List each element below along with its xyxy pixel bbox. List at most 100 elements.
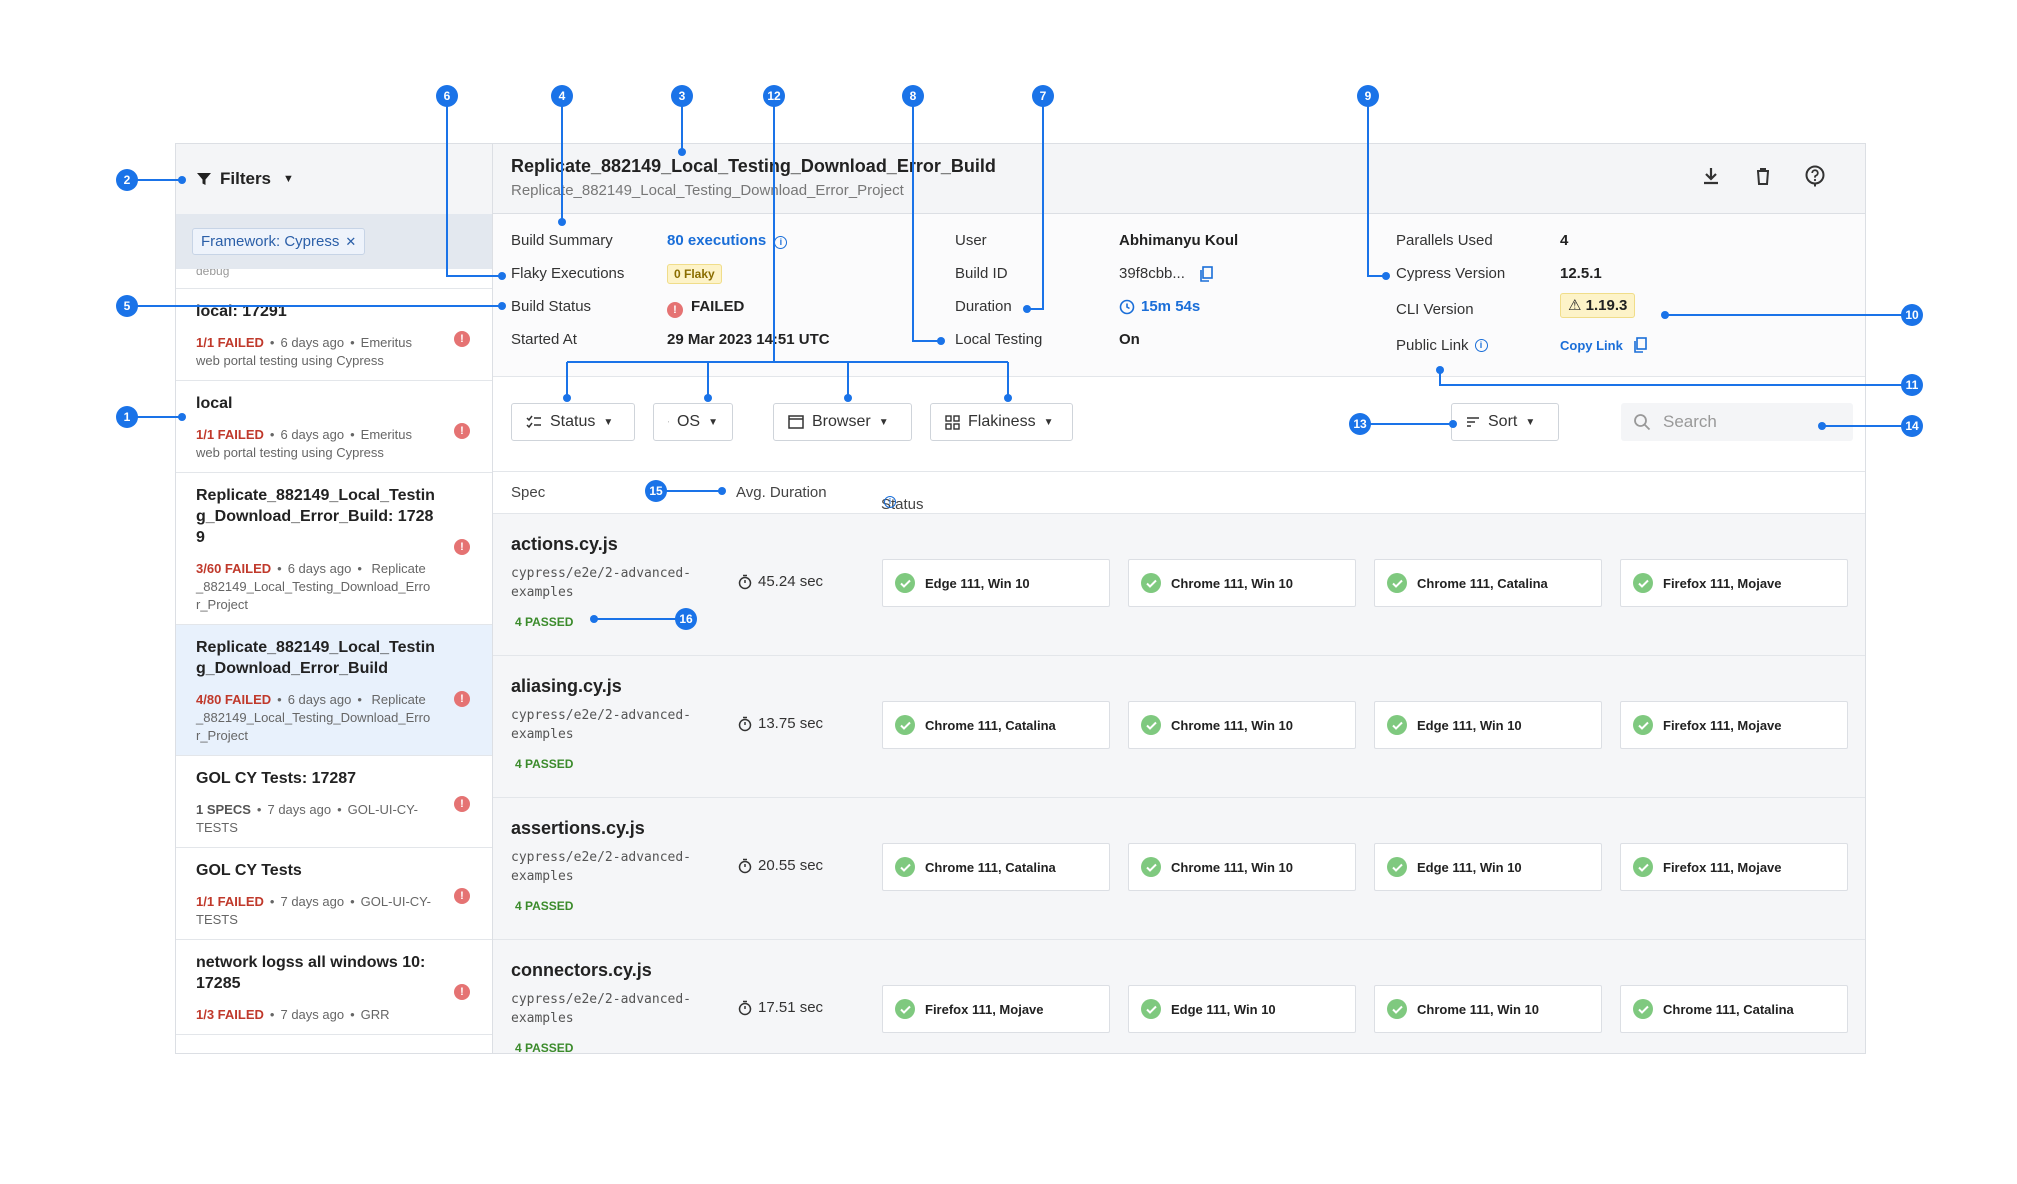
table-row[interactable]: assertions.cy.js cypress/e2e/2-advanced-… (493, 798, 1865, 940)
flakiness-filter-button[interactable]: Flakiness▼ (930, 403, 1073, 441)
sort-icon (1467, 417, 1479, 427)
help-icon[interactable] (1803, 164, 1827, 188)
env-result-card[interactable]: Edge 111, Win 10 (1374, 701, 1602, 749)
delete-icon[interactable] (1751, 164, 1775, 188)
list-item[interactable]: GOL CY Tests 1/1 FAILED•7 days ago•GOL-U… (176, 848, 492, 940)
duration-value: 20.55 sec (758, 857, 824, 874)
build-sidebar: Filters ▼ Framework: Cypress ✕ debug loca… (176, 144, 493, 1053)
build-title: Replicate_882149_Local_Testing_Download_… (196, 487, 435, 546)
env-result-card[interactable]: Firefox 111, Mojave (882, 985, 1110, 1033)
browser-filter-label: Browser (812, 413, 871, 430)
callout-10: 10 (1901, 304, 1923, 326)
env-result-card[interactable]: Firefox 111, Mojave (1620, 701, 1848, 749)
env-result-card[interactable]: Chrome 111, Win 10 (1374, 985, 1602, 1033)
spec-column-header[interactable]: Spec (511, 484, 546, 501)
build-meta: 1/1 FAILED•7 days ago•GOL-UI-CY-TESTS (196, 894, 431, 927)
build-id-label: Build ID (955, 265, 1008, 282)
list-item[interactable]: debug (176, 269, 492, 289)
callout-8: 8 (902, 85, 924, 107)
env-result-card[interactable]: Chrome 111, Catalina (882, 843, 1110, 891)
duration-value: 17.51 sec (758, 999, 824, 1016)
list-item[interactable]: local: 17291 1/1 FAILED•6 days ago•Emeri… (176, 289, 492, 381)
spec-path: cypress/e2e/2-advanced-examples (511, 992, 692, 1026)
executions-link[interactable]: 80 executions (667, 232, 767, 249)
env-result-card[interactable]: Chrome 111, Catalina (1620, 985, 1848, 1033)
table-row[interactable]: connectors.cy.js cypress/e2e/2-advanced-… (493, 940, 1865, 1053)
env-result-card[interactable]: Chrome 111, Win 10 (1128, 701, 1356, 749)
copy-icon[interactable] (1633, 337, 1647, 353)
active-filters: Framework: Cypress ✕ (176, 214, 492, 269)
cli-version-value: 1.19.3 (1585, 297, 1628, 314)
env-result-card[interactable]: Firefox 111, Mojave (1620, 843, 1848, 891)
table-row[interactable]: aliasing.cy.js cypress/e2e/2-advanced-ex… (493, 656, 1865, 798)
env-result-card[interactable]: Chrome 111, Catalina (1374, 559, 1602, 607)
search-field (1621, 403, 1853, 441)
duration-column-header[interactable]: Avg. Duration (736, 484, 827, 501)
callout-4: 4 (551, 85, 573, 107)
build-summary: Build Summary 80 executions i Flaky Exec… (493, 214, 1865, 377)
list-item[interactable]: GOL CY Tests: 17287 1 SPECS•7 days ago•G… (176, 756, 492, 848)
download-icon[interactable] (1699, 164, 1723, 188)
copy-link-button[interactable]: Copy Link (1560, 337, 1623, 353)
filters-button[interactable]: Filters ▼ (176, 144, 492, 214)
spec-name: assertions.cy.js (511, 818, 645, 838)
build-summary-label: Build Summary (511, 232, 613, 249)
chevron-down-icon: ▼ (283, 173, 294, 185)
spec-path: cypress/e2e/2-advanced-examples (511, 708, 692, 742)
duration-value: 13.75 sec (758, 715, 824, 732)
env-result-card[interactable]: Edge 111, Win 10 (882, 559, 1110, 607)
build-title: local: 17291 (196, 303, 287, 320)
callout-3: 3 (671, 85, 693, 107)
build-meta: 4/80 FAILED•6 days ago• Replicate_882149… (196, 692, 431, 743)
list-item[interactable]: Replicate_882149_Local_Testing_Download_… (176, 473, 492, 625)
check-icon (1633, 715, 1653, 735)
filter-chip-framework[interactable]: Framework: Cypress ✕ (192, 228, 366, 255)
status-badge: 1/1 FAILED (196, 894, 264, 909)
env-result-card[interactable]: Firefox 111, Mojave (1620, 559, 1848, 607)
env-result-card[interactable]: Edge 111, Win 10 (1374, 843, 1602, 891)
status-filter-button[interactable]: Status▼ (511, 403, 635, 441)
close-icon[interactable]: ✕ (345, 234, 357, 249)
chevron-down-icon: ▼ (1525, 416, 1536, 428)
build-owner: GRR (360, 1007, 390, 1022)
check-icon (895, 857, 915, 877)
list-item[interactable]: local 1/1 FAILED•6 days ago•Emeritus web… (176, 381, 492, 473)
check-icon (1633, 999, 1653, 1019)
grid-icon (945, 414, 960, 430)
env-result-card[interactable]: Chrome 111, Win 10 (1128, 559, 1356, 607)
list-item-selected[interactable]: Replicate_882149_Local_Testing_Download_… (176, 625, 492, 756)
env-label: Firefox 111, Mojave (1663, 575, 1782, 591)
build-project: web portal testing using Cypress (196, 445, 384, 460)
browser-filter-button[interactable]: Browser▼ (773, 403, 912, 441)
error-icon: ! (454, 423, 470, 439)
env-result-card[interactable]: Chrome 111, Catalina (882, 701, 1110, 749)
spec-name: aliasing.cy.js (511, 676, 622, 696)
search-input[interactable] (1663, 412, 1813, 432)
copy-icon[interactable] (1199, 265, 1213, 282)
build-project: web portal testing using Cypress (196, 353, 384, 368)
build-owner: Emeritus (360, 427, 412, 442)
build-title: network logss all windows 10: 17285 (196, 954, 426, 992)
table-row[interactable]: actions.cy.js cypress/e2e/2-advanced-exa… (493, 514, 1865, 656)
local-testing-value: On (1119, 331, 1140, 348)
callout-14: 14 (1901, 415, 1923, 437)
build-age: 6 days ago (280, 427, 345, 442)
env-result-card[interactable]: Chrome 111, Win 10 (1128, 843, 1356, 891)
check-icon (1633, 573, 1653, 593)
filter-toolbar: Status▼ OS▼ Browser▼ Flakiness▼ Sort▼ (493, 377, 1865, 472)
public-link-label: Public Link (1396, 337, 1469, 354)
error-icon: ! (454, 984, 470, 1000)
spec-name: actions.cy.js (511, 534, 618, 554)
env-result-card[interactable]: Edge 111, Win 10 (1128, 985, 1356, 1033)
build-id-value: 39f8cbb... (1119, 265, 1185, 282)
parallels-label: Parallels Used (1396, 232, 1493, 249)
spec-path: cypress/e2e/2-advanced-examples (511, 566, 692, 600)
os-filter-button[interactable]: OS▼ (653, 403, 733, 441)
list-item[interactable]: network logss all windows 10: 17285 1/3 … (176, 940, 492, 1035)
check-icon (1141, 715, 1161, 735)
stopwatch-icon (738, 1000, 752, 1015)
env-label: Chrome 111, Win 10 (1171, 717, 1293, 733)
filter-chip-label: Framework: Cypress (201, 233, 340, 250)
sort-button[interactable]: Sort▼ (1451, 403, 1559, 441)
callout-11: 11 (1901, 374, 1923, 396)
